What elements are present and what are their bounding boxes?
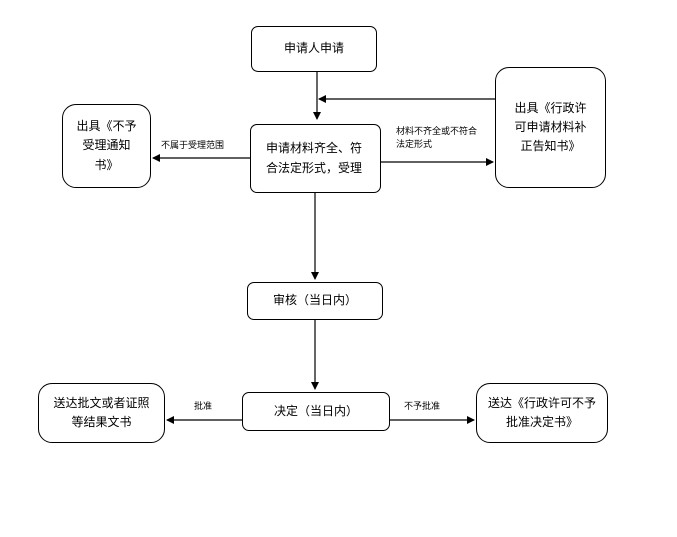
edge-label-out-of-scope: 不属于受理范围	[161, 141, 225, 151]
node-deliver-refusal: 送达《行政许可不予批准决定书》	[476, 383, 608, 443]
node-supplement: 出具《行政许可申请材料补正告知书》	[495, 67, 606, 188]
node-decide-label: 决定（当日内）	[273, 403, 358, 418]
node-apply: 申请人申请	[251, 26, 377, 72]
node-apply-label: 申请人申请	[283, 41, 344, 56]
edge-label-incomplete: 材料不齐全或不符合法定形式	[396, 127, 478, 151]
edge-label-refuse: 不予批准	[404, 402, 441, 412]
edge-label-approve: 批准	[194, 402, 213, 412]
node-deliver-approval-label: 送达批文或者证照等结果文书	[53, 395, 150, 429]
node-not-accept-label: 出具《不予受理通知书》	[76, 119, 137, 172]
node-decide: 决定（当日内）	[242, 392, 390, 431]
node-review-label: 审核（当日内）	[272, 293, 357, 308]
node-accept: 申请材料齐全、符合法定形式，受理	[250, 124, 381, 193]
node-deliver-refusal-label: 送达《行政许可不予批准决定书》	[487, 395, 596, 429]
node-supplement-label: 出具《行政许可申请材料补正告知书》	[514, 100, 587, 154]
node-deliver-approval: 送达批文或者证照等结果文书	[38, 383, 165, 443]
node-not-accept: 出具《不予受理通知书》	[62, 104, 151, 188]
node-review: 审核（当日内）	[247, 282, 383, 320]
node-accept-label: 申请材料齐全、符合法定形式，受理	[266, 141, 363, 175]
